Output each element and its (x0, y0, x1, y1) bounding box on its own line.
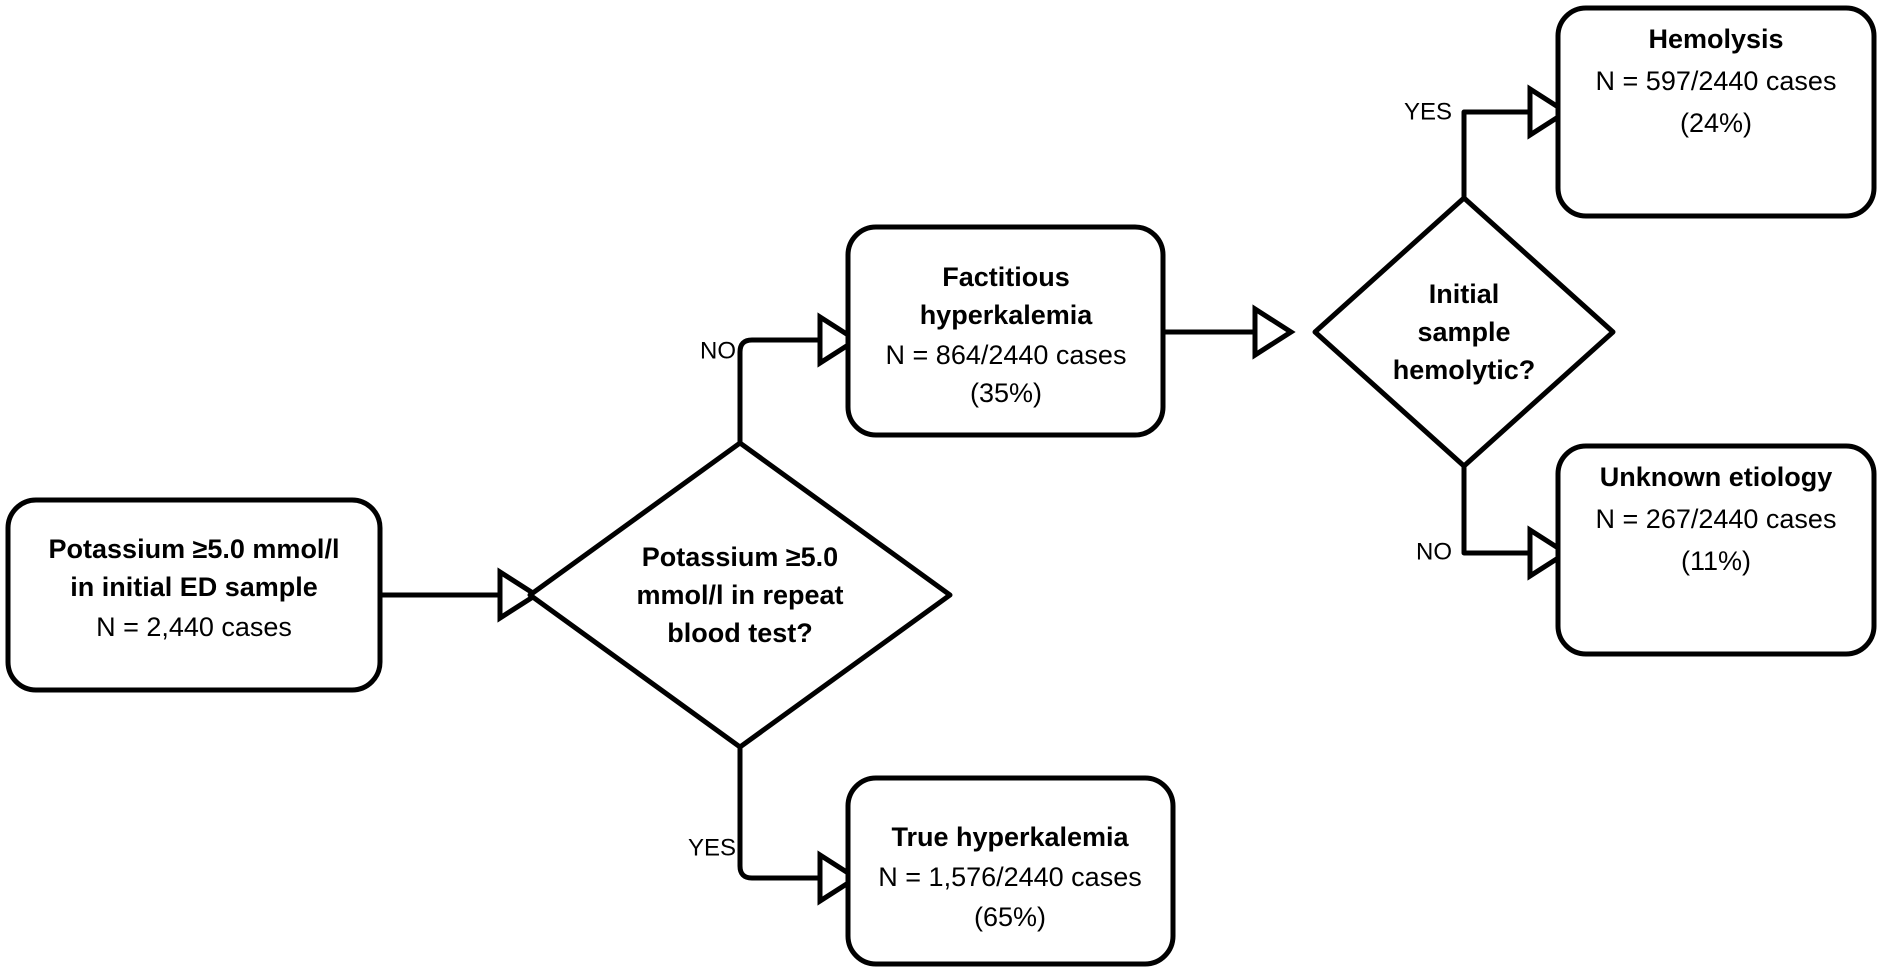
repeat-decision-outline (527, 440, 953, 750)
hemolysis-box-outline (1555, 5, 1877, 219)
true-hyperkalemia-line-2: N = 1,576/2440 cases (878, 862, 1141, 892)
hemolytic-decision-outline (1312, 195, 1616, 469)
edge-repeat-yes-to-true: YES (688, 747, 861, 906)
node-repeat-decision[interactable]: Potassium ≥5.0 mmol/l in repeat blood te… (527, 440, 953, 750)
edge-start-to-repeat (380, 567, 541, 623)
edge-hemolytic-no-to-unknown: NO (1416, 466, 1571, 581)
unknown-etiology-box-outline (1555, 443, 1877, 657)
true-hyperkalemia-box-outline (845, 775, 1176, 967)
edge-label-yes-hemolytic: YES (1404, 98, 1452, 125)
factitious-line-4: (35%) (970, 378, 1042, 408)
start-line-2: in initial ED sample (70, 572, 318, 602)
edge-label-no-repeat: NO (700, 337, 736, 364)
node-hemolysis[interactable]: Hemolysis N = 597/2440 cases (24%) (1555, 5, 1877, 219)
edge-repeat-no-to-factitious: NO (700, 312, 861, 443)
repeat-decision-line-2: mmol/l in repeat (636, 580, 843, 610)
true-hyperkalemia-line-3: (65%) (974, 902, 1046, 932)
edge-label-yes-repeat: YES (688, 834, 736, 861)
hemolysis-line-2: N = 597/2440 cases (1596, 66, 1837, 96)
hemolytic-decision-line-3: hemolytic? (1393, 355, 1536, 385)
node-start[interactable]: Potassium ≥5.0 mmol/l in initial ED samp… (5, 497, 383, 693)
factitious-line-2: hyperkalemia (920, 300, 1094, 330)
factitious-line-3: N = 864/2440 cases (886, 340, 1127, 370)
factitious-line-1: Factitious (942, 262, 1070, 292)
start-line-1: Potassium ≥5.0 mmol/l (49, 534, 340, 564)
unknown-etiology-line-2: N = 267/2440 cases (1596, 504, 1837, 534)
start-line-3: N = 2,440 cases (96, 612, 292, 642)
unknown-etiology-line-3: (11%) (1681, 546, 1751, 576)
repeat-decision-line-1: Potassium ≥5.0 (642, 542, 838, 572)
node-true-hyperkalemia[interactable]: True hyperkalemia N = 1,576/2440 cases (… (845, 775, 1176, 967)
edge-factitious-to-hemolytic (1163, 304, 1296, 360)
hemolysis-line-1: Hemolysis (1648, 24, 1783, 54)
node-unknown-etiology[interactable]: Unknown etiology N = 267/2440 cases (11%… (1555, 443, 1877, 657)
unknown-etiology-line-1: Unknown etiology (1600, 462, 1833, 492)
edge-label-no-hemolytic: NO (1416, 538, 1452, 565)
repeat-decision-line-3: blood test? (667, 618, 812, 648)
node-factitious[interactable]: Factitious hyperkalemia N = 864/2440 cas… (845, 224, 1166, 438)
hemolytic-decision-line-1: Initial (1429, 279, 1500, 309)
factitious-box-outline (845, 224, 1166, 438)
start-box-outline (5, 497, 383, 693)
node-hemolytic-decision[interactable]: Initial sample hemolytic? (1312, 195, 1616, 469)
edge-hemolytic-yes-to-hemolysis: YES (1404, 84, 1571, 198)
true-hyperkalemia-line-1: True hyperkalemia (891, 822, 1129, 852)
hemolytic-decision-line-2: sample (1417, 317, 1510, 347)
hemolysis-line-3: (24%) (1680, 108, 1752, 138)
